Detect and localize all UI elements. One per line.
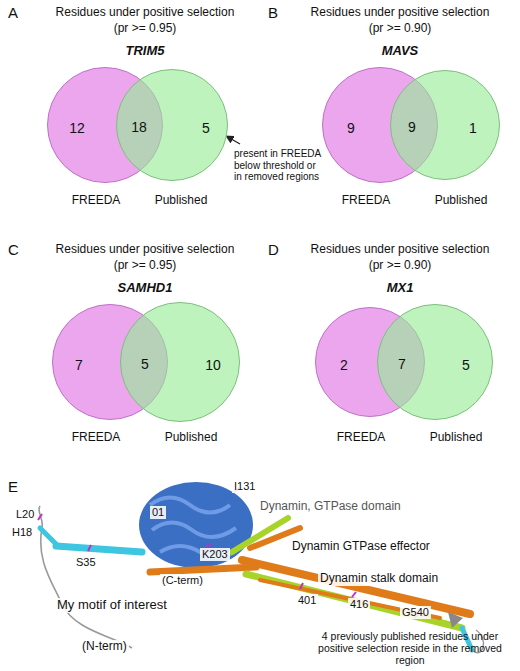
threshold: (pr >= 0.90) xyxy=(369,259,432,273)
panel-letter: E xyxy=(8,478,18,495)
annotation-note: 4 previously published residues under po… xyxy=(310,630,510,666)
overlap-count: 18 xyxy=(131,119,147,135)
panel-letter: A xyxy=(8,4,18,21)
panel-letter: C xyxy=(8,241,19,258)
published-circle: 10Published xyxy=(120,302,240,422)
protein-structure xyxy=(26,482,484,653)
count-number: 12 xyxy=(69,120,85,136)
published-circle: 5Published xyxy=(377,304,493,420)
published-circle: 1Published xyxy=(390,70,500,180)
annotation-note: present in FREEDA below threshold or in … xyxy=(234,148,324,183)
structure-label: G540 xyxy=(400,606,431,619)
threshold: (pr >= 0.95) xyxy=(114,22,177,36)
panel-title: Residues under positive selection xyxy=(311,6,490,20)
set-name: Published xyxy=(435,193,488,207)
structure-label: K203 xyxy=(200,548,230,561)
count-number: 10 xyxy=(205,357,221,373)
overlap-count: 9 xyxy=(408,119,416,135)
overlap-count: 5 xyxy=(141,356,149,372)
set-name: Published xyxy=(165,430,218,444)
structure-label: 01 xyxy=(150,506,166,519)
set-name: Published xyxy=(155,193,208,207)
structure-label: 401 xyxy=(296,594,318,607)
structure-label: Dynamin, GTPase domain xyxy=(258,500,403,514)
count-number: 1 xyxy=(469,120,477,136)
panel-title: Residues under positive selection xyxy=(56,6,235,20)
gene-name: SAMHD1 xyxy=(118,281,173,296)
panel-letter: D xyxy=(268,241,279,258)
gene-name: TRIM5 xyxy=(126,44,165,59)
structure-label: H18 xyxy=(10,526,34,539)
structure-label: Dynamin stalk domain xyxy=(318,572,440,586)
gene-name: MX1 xyxy=(387,281,414,296)
panel-title: Residues under positive selection xyxy=(56,243,235,257)
panel-title: Residues under positive selection xyxy=(311,243,490,257)
threshold: (pr >= 0.90) xyxy=(369,22,432,36)
set-name: FREEDA xyxy=(72,430,121,444)
structure-label: Dynamin GTPase effector xyxy=(290,540,432,554)
structure-label: 416 xyxy=(348,598,370,611)
count-number: 5 xyxy=(202,120,210,136)
threshold: (pr >= 0.95) xyxy=(114,259,177,273)
set-name: Published xyxy=(430,430,483,444)
set-name: FREEDA xyxy=(72,193,121,207)
overlap-count: 7 xyxy=(398,356,406,372)
structure-label: (N-term) xyxy=(80,640,129,654)
structure-label: S35 xyxy=(74,556,98,569)
structure-label: L20 xyxy=(14,508,36,521)
structure-label: My motif of interest xyxy=(55,598,169,613)
set-name: FREEDA xyxy=(337,430,386,444)
structure-label: I131 xyxy=(232,480,257,493)
count-number: 7 xyxy=(75,357,83,373)
structure-label: (C-term) xyxy=(160,574,205,587)
gene-name: MAVS xyxy=(382,44,419,59)
pointer-arrow xyxy=(226,136,240,144)
count-number: 2 xyxy=(340,357,348,373)
panel-letter: B xyxy=(268,4,278,21)
set-name: FREEDA xyxy=(342,193,391,207)
count-number: 5 xyxy=(462,357,470,373)
count-number: 9 xyxy=(347,120,355,136)
